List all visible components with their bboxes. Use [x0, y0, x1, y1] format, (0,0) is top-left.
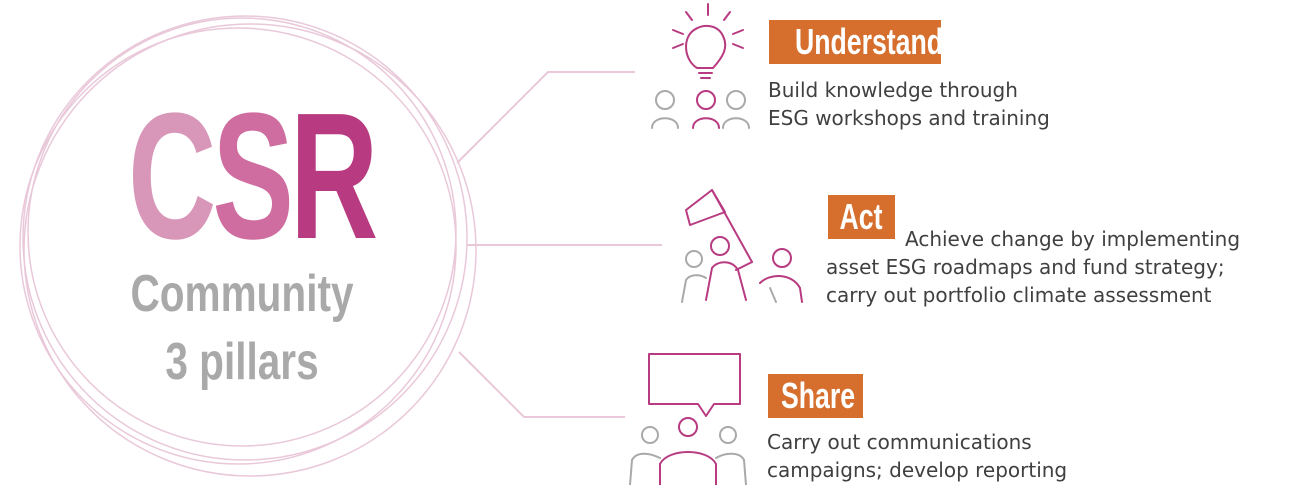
csr-title: CSR — [128, 76, 378, 277]
pillar-share-description: Carry out communications campaigns; deve… — [767, 428, 1067, 484]
pillar-understand-description: Build knowledge through ESG workshops an… — [768, 76, 1050, 132]
pillar-understand-title: Understand — [795, 21, 941, 62]
csr-letter-r: R — [289, 76, 378, 277]
description-line: ESG workshops and training — [768, 106, 1050, 130]
connector-lines — [456, 71, 662, 418]
pillar-act-description-line1: Achieve change by implementing — [905, 227, 1241, 251]
speech-bubble-people-icon — [629, 353, 747, 485]
subtitle-community: Community — [130, 265, 354, 323]
pillar-act-title: Act — [840, 196, 883, 237]
csr-letter-c: C — [128, 76, 216, 277]
description-line: Build knowledge through — [768, 78, 1018, 102]
pillar-act-description: asset ESG roadmaps and fund strategy; ca… — [826, 253, 1225, 309]
csr-circle — [19, 15, 477, 477]
connector-share — [458, 351, 625, 418]
description-line: campaigns; develop reporting — [767, 458, 1068, 482]
pillar-act-badge: Act — [828, 195, 895, 239]
description-line: asset ESG roadmaps and fund strategy; — [826, 255, 1225, 279]
description-line: carry out portfolio climate assessment — [826, 283, 1212, 307]
connector-understand — [456, 71, 635, 164]
lightbulb-people-icon — [651, 3, 750, 129]
description-line: Carry out communications — [767, 430, 1032, 454]
pillar-share-badge: Share — [768, 374, 863, 418]
subtitle-pillars: 3 pillars — [165, 333, 319, 391]
pillar-understand-badge: Understand — [769, 20, 941, 64]
flag-raising-people-icon — [681, 189, 803, 303]
csr-letter-s: S — [212, 76, 294, 277]
pillar-share-title: Share — [781, 375, 856, 416]
